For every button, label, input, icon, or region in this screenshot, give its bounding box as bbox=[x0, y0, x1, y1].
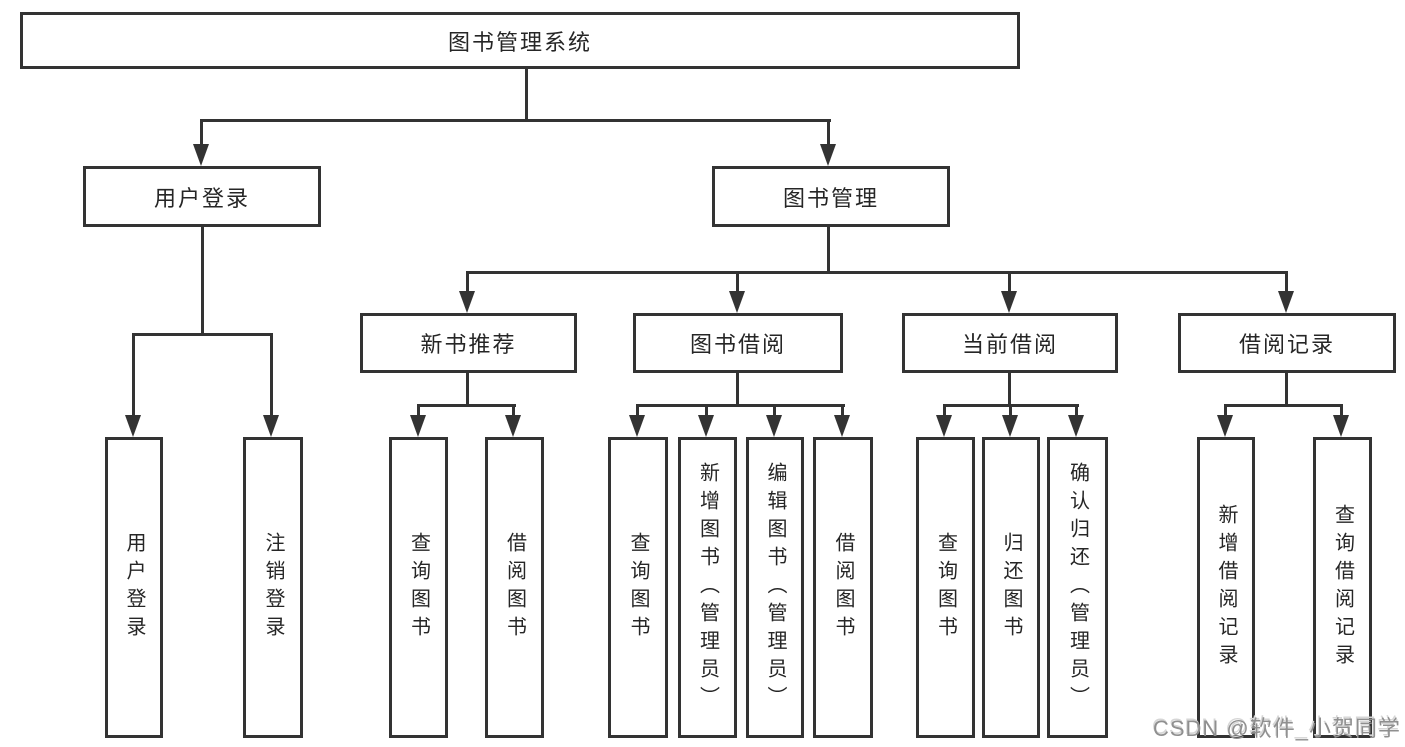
leaf-br-add-record: 新增借阅记录 bbox=[1197, 437, 1255, 738]
leaf-nb-borrow-books: 借阅图书 bbox=[485, 437, 544, 738]
connector-arrowhead bbox=[1068, 415, 1084, 437]
node-root-label: 图书管理系统 bbox=[447, 29, 592, 55]
connector-line bbox=[1008, 373, 1011, 407]
connector-line bbox=[200, 119, 203, 147]
connector-line bbox=[466, 373, 469, 407]
csdn-watermark: CSDN @软件_小贺同学 bbox=[1152, 716, 1401, 741]
leaf-cb-query-books: 查询图书 bbox=[916, 437, 975, 738]
leaf-nb-query-books: 查询图书 bbox=[389, 437, 448, 738]
connector-line bbox=[1008, 271, 1011, 293]
connector-line bbox=[1009, 404, 1012, 417]
leaf-bb-query-books-label: 查询图书 bbox=[627, 531, 649, 644]
connector-line bbox=[132, 333, 273, 336]
leaf-cb-return-books-label: 归还图书 bbox=[1000, 531, 1022, 644]
connector-line bbox=[1285, 271, 1288, 293]
leaf-br-query-record-label: 查询借阅记录 bbox=[1331, 503, 1354, 672]
leaf-cb-return-books: 归还图书 bbox=[982, 437, 1040, 738]
connector-arrowhead bbox=[1278, 291, 1294, 313]
connector-line bbox=[736, 373, 739, 407]
node-borrowing-records-label: 借阅记录 bbox=[1238, 332, 1335, 357]
leaf-logout: 注销登录 bbox=[243, 437, 303, 738]
connector-line bbox=[1224, 404, 1343, 407]
connector-line bbox=[512, 404, 515, 417]
connector-arrowhead bbox=[820, 144, 836, 166]
connector-arrowhead bbox=[459, 291, 475, 313]
node-borrowing-records: 借阅记录 bbox=[1178, 313, 1396, 373]
leaf-cb-confirm-return-admin-label: 确认归还（管理员） bbox=[1066, 461, 1089, 714]
connector-line bbox=[705, 404, 708, 417]
leaf-bb-borrow-books: 借阅图书 bbox=[813, 437, 873, 738]
node-book-management: 图书管理 bbox=[712, 166, 950, 227]
connector-arrowhead bbox=[1001, 291, 1017, 313]
leaf-user-login-label: 用户登录 bbox=[123, 531, 145, 644]
node-new-book-recommendation: 新书推荐 bbox=[360, 313, 577, 373]
connector-arrowhead bbox=[125, 415, 141, 437]
leaf-user-login: 用户登录 bbox=[105, 437, 163, 738]
leaf-bb-edit-books-admin: 编辑图书（管理员） bbox=[746, 437, 804, 738]
leaf-nb-query-books-label: 查询图书 bbox=[407, 531, 430, 644]
node-book-management-label: 图书管理 bbox=[782, 185, 879, 211]
leaf-bb-borrow-books-label: 借阅图书 bbox=[832, 531, 854, 644]
leaf-logout-label: 注销登录 bbox=[262, 531, 284, 644]
node-new-book-recommendation-label: 新书推荐 bbox=[420, 332, 517, 357]
leaf-nb-borrow-books-label: 借阅图书 bbox=[503, 531, 526, 644]
leaf-bb-add-books-admin-label: 新增图书（管理员） bbox=[696, 461, 719, 714]
connector-arrowhead bbox=[193, 144, 209, 166]
connector-arrowhead bbox=[1002, 415, 1018, 437]
connector-line bbox=[1340, 404, 1343, 417]
connector-arrowhead bbox=[698, 415, 714, 437]
connector-line bbox=[636, 404, 639, 417]
node-book-borrowing: 图书借阅 bbox=[633, 313, 843, 373]
connector-line bbox=[201, 227, 204, 335]
connector-line bbox=[636, 404, 845, 407]
node-root: 图书管理系统 bbox=[20, 12, 1020, 69]
connector-line bbox=[417, 404, 516, 407]
connector-line bbox=[466, 271, 469, 293]
connector-arrowhead bbox=[263, 415, 279, 437]
leaf-bb-edit-books-admin-label: 编辑图书（管理员） bbox=[764, 461, 786, 714]
node-user-login-label: 用户登录 bbox=[153, 185, 250, 211]
node-current-borrowing-label: 当前借阅 bbox=[961, 332, 1058, 357]
connector-arrowhead bbox=[936, 415, 952, 437]
connector-line bbox=[132, 333, 135, 417]
connector-line bbox=[827, 227, 830, 273]
leaf-br-add-record-label: 新增借阅记录 bbox=[1215, 503, 1237, 672]
connector-arrowhead bbox=[766, 415, 782, 437]
connector-arrowhead bbox=[629, 415, 645, 437]
connector-arrowhead bbox=[834, 415, 850, 437]
connector-arrowhead bbox=[505, 415, 521, 437]
connector-line bbox=[200, 119, 831, 122]
connector-arrowhead bbox=[1333, 415, 1349, 437]
connector-arrowhead bbox=[729, 291, 745, 313]
connector-line bbox=[525, 68, 528, 121]
node-current-borrowing: 当前借阅 bbox=[902, 313, 1118, 373]
connector-line bbox=[827, 119, 830, 147]
connector-line bbox=[1075, 404, 1078, 417]
connector-line bbox=[736, 271, 739, 293]
connector-line bbox=[1224, 404, 1227, 417]
leaf-cb-query-books-label: 查询图书 bbox=[934, 531, 957, 644]
node-user-login: 用户登录 bbox=[83, 166, 321, 227]
leaf-bb-add-books-admin: 新增图书（管理员） bbox=[678, 437, 737, 738]
leaf-br-query-record: 查询借阅记录 bbox=[1313, 437, 1372, 738]
leaf-bb-query-books: 查询图书 bbox=[608, 437, 668, 738]
connector-line bbox=[773, 404, 776, 417]
connector-line bbox=[943, 404, 946, 417]
connector-arrowhead bbox=[410, 415, 426, 437]
leaf-cb-confirm-return-admin: 确认归还（管理员） bbox=[1047, 437, 1108, 738]
connector-line bbox=[1285, 373, 1288, 407]
connector-line bbox=[841, 404, 844, 417]
node-book-borrowing-label: 图书借阅 bbox=[689, 332, 786, 357]
connector-line bbox=[466, 271, 1288, 274]
connector-arrowhead bbox=[1217, 415, 1233, 437]
connector-line bbox=[270, 333, 273, 417]
connector-line bbox=[417, 404, 420, 417]
